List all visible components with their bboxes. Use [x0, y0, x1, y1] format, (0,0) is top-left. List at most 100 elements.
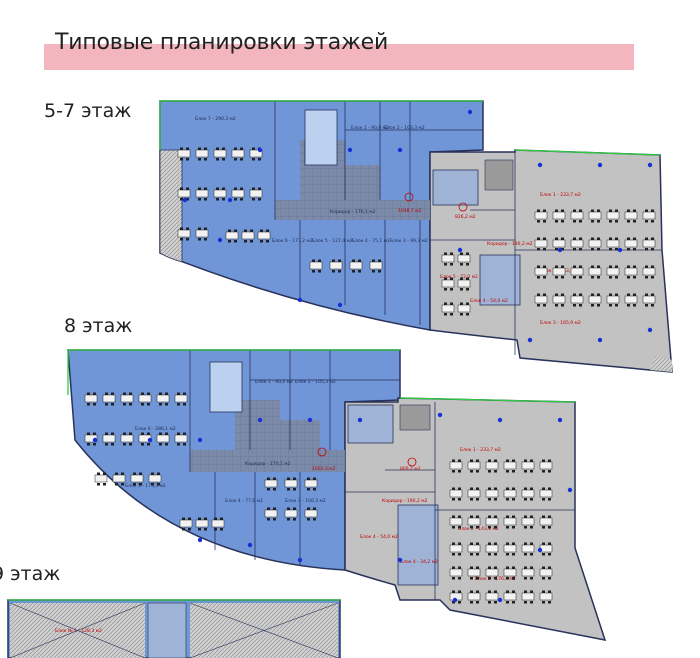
desk-cluster	[570, 293, 584, 307]
desk-cluster	[588, 209, 602, 223]
column-marker	[227, 197, 233, 203]
page-title: Типовые планировки этажей	[55, 30, 389, 55]
desk-cluster	[84, 432, 98, 446]
column-marker	[452, 597, 458, 603]
desk-cluster	[503, 566, 517, 580]
column-marker	[647, 327, 653, 333]
room-label: Блок 1 - 90,0 м2	[255, 379, 293, 385]
desk-cluster	[588, 237, 602, 251]
desk-cluster	[264, 477, 278, 491]
room-label: Блок № 1 - 128,3 м2	[55, 628, 102, 634]
desk-cluster	[467, 542, 481, 556]
room-label: Блок 6 - 177,2 м2	[272, 238, 313, 244]
room-label: Коридор - 190,2 м2	[487, 241, 533, 247]
column-marker	[217, 237, 223, 243]
column-marker	[537, 547, 543, 553]
area-marker: 1002,3 м2	[312, 466, 336, 472]
desk-cluster	[539, 487, 553, 501]
column-marker	[537, 162, 543, 168]
column-marker	[497, 597, 503, 603]
column-marker	[197, 537, 203, 543]
desk-cluster	[534, 209, 548, 223]
desk-cluster	[457, 252, 471, 266]
desk-cluster	[457, 277, 471, 291]
column-marker	[147, 437, 153, 443]
column-marker	[597, 162, 603, 168]
area-marker: 826,2 м2	[455, 214, 476, 220]
desk-cluster	[552, 293, 566, 307]
desk-cluster	[503, 542, 517, 556]
desk-cluster	[552, 209, 566, 223]
desk-cluster	[588, 265, 602, 279]
desk-cluster	[177, 187, 191, 201]
desk-cluster	[606, 265, 620, 279]
desk-cluster	[213, 147, 227, 161]
column-marker	[347, 147, 353, 153]
room-label: Блок 3 - 165,9 м2	[540, 320, 581, 326]
desk-cluster	[570, 265, 584, 279]
desk-cluster	[120, 392, 134, 406]
desk-cluster	[521, 566, 535, 580]
desk-cluster	[179, 517, 193, 531]
floor-label-8: 8 этаж	[64, 315, 133, 337]
desk-cluster	[642, 293, 656, 307]
room-label: Коридор - 170,1 м2	[245, 461, 291, 467]
room-label: Блок 5 - 72,0 м2	[440, 274, 478, 280]
desk-cluster	[624, 265, 638, 279]
desk-cluster	[503, 459, 517, 473]
desk-cluster	[521, 542, 535, 556]
desk-cluster	[485, 590, 499, 604]
desk-cluster	[642, 209, 656, 223]
column-marker	[297, 557, 303, 563]
desk-cluster	[441, 277, 455, 291]
room-label: Блок 4 - 34,2 м2	[400, 559, 438, 565]
room-label: Коридор - 190,2 м2	[382, 498, 428, 504]
desk-cluster	[449, 566, 463, 580]
desk-cluster	[521, 487, 535, 501]
desk-cluster	[102, 392, 116, 406]
desk-cluster	[606, 237, 620, 251]
room-label: Блок 1 - 233,7 м2	[460, 447, 501, 453]
desk-cluster	[485, 459, 499, 473]
column-marker	[337, 302, 343, 308]
desk-cluster	[624, 209, 638, 223]
column-marker	[617, 247, 623, 253]
desk-cluster	[130, 472, 144, 486]
corridor-5-7	[275, 200, 430, 220]
room-label: Блок 1 - 90,0 м2	[351, 125, 389, 131]
desk-cluster	[112, 472, 126, 486]
desk-cluster	[195, 147, 209, 161]
room-label: Блок 4 - 54,0 м2	[470, 298, 508, 304]
desk-cluster	[213, 187, 227, 201]
desk-cluster	[485, 515, 499, 529]
desk-cluster	[624, 237, 638, 251]
corridor-8	[190, 450, 345, 472]
room-label: Блок 4 - 75,1 м2	[352, 238, 390, 244]
desk-cluster	[570, 237, 584, 251]
floor-label-9: 9 этаж	[0, 563, 61, 585]
column-marker	[497, 417, 503, 423]
desk-cluster	[257, 229, 271, 243]
column-marker	[567, 487, 573, 493]
area-marker: 809,2 м2	[400, 466, 421, 472]
floor-plan-9: Блок № 1 - 128,3 м2	[7, 599, 341, 658]
desk-cluster	[195, 517, 209, 531]
desk-cluster	[156, 432, 170, 446]
desk-cluster	[642, 265, 656, 279]
column-marker	[647, 162, 653, 168]
desk-cluster	[539, 459, 553, 473]
desk-cluster	[485, 566, 499, 580]
room-label: Блок 3 - 100,3 м2	[285, 498, 326, 504]
room-label: Блок 2 - 105,3 м2	[295, 379, 336, 385]
desk-cluster	[449, 459, 463, 473]
desk-cluster	[177, 147, 191, 161]
desk-cluster	[521, 590, 535, 604]
desk-cluster	[309, 259, 323, 273]
area-marker: 1048,7 м2	[398, 208, 422, 214]
column-marker	[257, 147, 263, 153]
room-label: Блок 2 - 143,1 м2	[458, 526, 499, 532]
column-marker	[457, 247, 463, 253]
desk-cluster	[485, 487, 499, 501]
desk-cluster	[503, 590, 517, 604]
column-marker	[297, 297, 303, 303]
